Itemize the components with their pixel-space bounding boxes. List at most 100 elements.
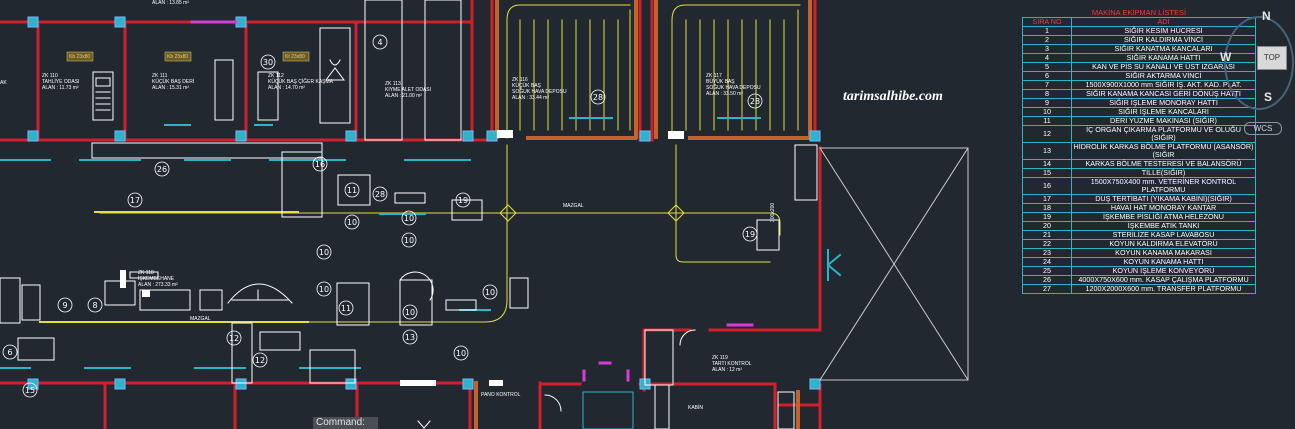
compass-south-label[interactable]: S: [1264, 90, 1273, 104]
equipment-row-number: 16: [1022, 177, 1072, 195]
marker-number: 10: [319, 248, 329, 257]
room-label-line: ZK 117: [706, 73, 722, 79]
room-label-line: KIYME ALET ODASI: [385, 87, 432, 93]
marker-circle: [154, 161, 170, 177]
room-label-line: KÜÇÜK BAŞ ÇİĞER KAŞMA: [268, 79, 334, 85]
equipment-marker: 10: [316, 244, 332, 260]
marker-circle: [57, 297, 73, 313]
marker-circle: [226, 330, 242, 346]
equipment-row-number: 15: [1022, 168, 1072, 178]
marker-number: 9: [62, 301, 67, 310]
equipment-marker: 28: [372, 186, 388, 202]
marker-number: 19: [458, 196, 468, 205]
watermark-text: tarimsalhibe.com: [843, 89, 943, 104]
marker-circle: [455, 192, 471, 208]
marker-circle: [127, 192, 143, 208]
room-label-line: ALAN : 12 m²: [712, 367, 743, 373]
room-label-line: ALAN : 33.44 m²: [512, 95, 549, 101]
marker-circle: [402, 304, 418, 320]
dimension-lines: [0, 117, 761, 369]
door-markers: [190, 20, 754, 382]
room-label-line: BÜYÜK BAŞ: [706, 79, 735, 85]
room-label-line: ALAN : 33.50 m²: [706, 91, 743, 97]
room-label-line: ALAN : 11.73 m²: [42, 85, 79, 91]
equipment-marker: 17: [127, 192, 143, 208]
command-line[interactable]: Command:: [313, 417, 378, 429]
marker-circle: [372, 186, 388, 202]
equipment-marker: 8: [87, 297, 103, 313]
marker-circle: [453, 345, 469, 361]
equipment-row-name: 1500X750X400 mm. VETERİNER KONTROL PLATF…: [1071, 177, 1256, 195]
equipment-marker: 9: [57, 297, 73, 313]
marker-number: 26: [157, 165, 167, 174]
equipment-marker: 19: [455, 192, 471, 208]
marker-circle: [316, 281, 332, 297]
marker-number: 30: [263, 58, 273, 67]
equipment-marker: 11: [338, 300, 354, 316]
room-label-line: ALAN : 14.70 m²: [268, 85, 305, 91]
view-cube[interactable]: N W TOP S WCS: [1220, 9, 1294, 140]
equipment-marker: 6: [2, 344, 18, 360]
marker-number: 10: [485, 288, 495, 297]
marker-number: 13: [405, 333, 415, 342]
equipment-marker: 10: [401, 210, 417, 226]
room-label-line: ZK 110: [42, 73, 58, 79]
marker-circle: [401, 232, 417, 248]
view-cube-top-button[interactable]: TOP: [1257, 46, 1287, 70]
marker-number: 16: [315, 160, 325, 169]
marker-number: 10: [404, 236, 414, 245]
marker-circle: [260, 54, 276, 70]
room-label-line: ZK 112: [268, 73, 284, 79]
compass-north-label[interactable]: N: [1262, 9, 1271, 23]
marker-circle: [2, 344, 18, 360]
marker-circle: [401, 210, 417, 226]
room-label-line: ZK 113: [385, 81, 401, 87]
marker-circle: [252, 352, 268, 368]
equipment-marker: 4: [372, 34, 388, 50]
marker-number: 11: [341, 304, 351, 313]
marker-number: 6: [7, 348, 12, 357]
room-label-line: ZK 111: [152, 73, 168, 79]
compass-west-label[interactable]: W: [1220, 50, 1232, 64]
marker-circle: [742, 226, 758, 242]
marker-number: 11: [347, 186, 357, 195]
wall-openings: [66, 51, 310, 62]
ucs-menu-button[interactable]: WCS: [1244, 122, 1282, 135]
label-pano-kontrol: PANO KONTROL: [481, 392, 521, 398]
equipment-marker: 12: [252, 352, 268, 368]
marker-number: 15: [25, 386, 35, 395]
label-door-a: Kb 23x80: [69, 54, 91, 60]
equipment-marker: 10: [401, 232, 417, 248]
equipment-marker: 10: [453, 345, 469, 361]
equipment-row-name: HİDROLİK KARKAS BÖLME PLATFORMU (ASANSÖR…: [1071, 142, 1256, 160]
room-label-line: TARTI KONTROL: [712, 361, 752, 367]
equipment-marker: 12: [226, 330, 242, 346]
marker-number: 19: [745, 230, 755, 239]
equipment-marker: 15: [22, 382, 38, 398]
equipment-marker: 10: [402, 304, 418, 320]
equipment-row-name: İÇ ORGAN ÇIKARMA PLATFORMU VE OLUĞU (SIĞ…: [1071, 125, 1256, 143]
equipment-blocks: [120, 130, 684, 386]
label-mazgal-upper: MAZGAL: [563, 203, 584, 209]
room-label-line: İŞKEMBEHANE: [138, 276, 175, 282]
view-cube-ring[interactable]: [1224, 16, 1294, 110]
marker-number: 10: [347, 218, 357, 227]
marker-circle: [402, 329, 418, 345]
marker-number: 10: [319, 285, 329, 294]
marker-number: 10: [456, 349, 466, 358]
marker-circle: [312, 156, 328, 172]
marker-circle: [747, 93, 763, 109]
equipment-row-number: 11: [1022, 116, 1072, 126]
